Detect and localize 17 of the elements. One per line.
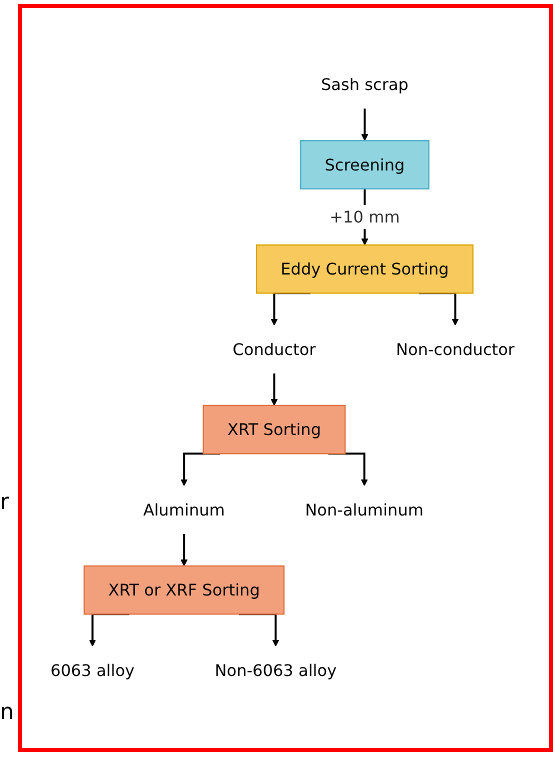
node-text: Sash scrap bbox=[321, 74, 408, 94]
node-text: Aluminum bbox=[143, 500, 225, 520]
arrow bbox=[270, 372, 278, 406]
flowchart: Sash scrap Screening +10 mm Eddy Current Sorting Conductor Non-conductor XRT Sorting Aluminum Non-aluminum XRT or XRF Sorting 6063 alloy Non-6063 alloy bbox=[20, 54, 545, 701]
arrow bbox=[361, 108, 368, 142]
arrow bbox=[180, 532, 188, 566]
node-box bbox=[202, 404, 346, 454]
cut-off-text: r bbox=[0, 490, 10, 516]
node-box bbox=[300, 140, 430, 190]
node-text: Non-aluminum bbox=[305, 500, 424, 520]
node-box bbox=[256, 244, 474, 294]
node-text: 6063 alloy bbox=[50, 660, 135, 680]
cut-off-text: n bbox=[0, 700, 14, 726]
node-text: Conductor bbox=[232, 340, 316, 360]
node-box bbox=[84, 565, 285, 615]
node-text: Non-6063 alloy bbox=[214, 660, 337, 680]
node-text: Non-conductor bbox=[396, 340, 515, 360]
